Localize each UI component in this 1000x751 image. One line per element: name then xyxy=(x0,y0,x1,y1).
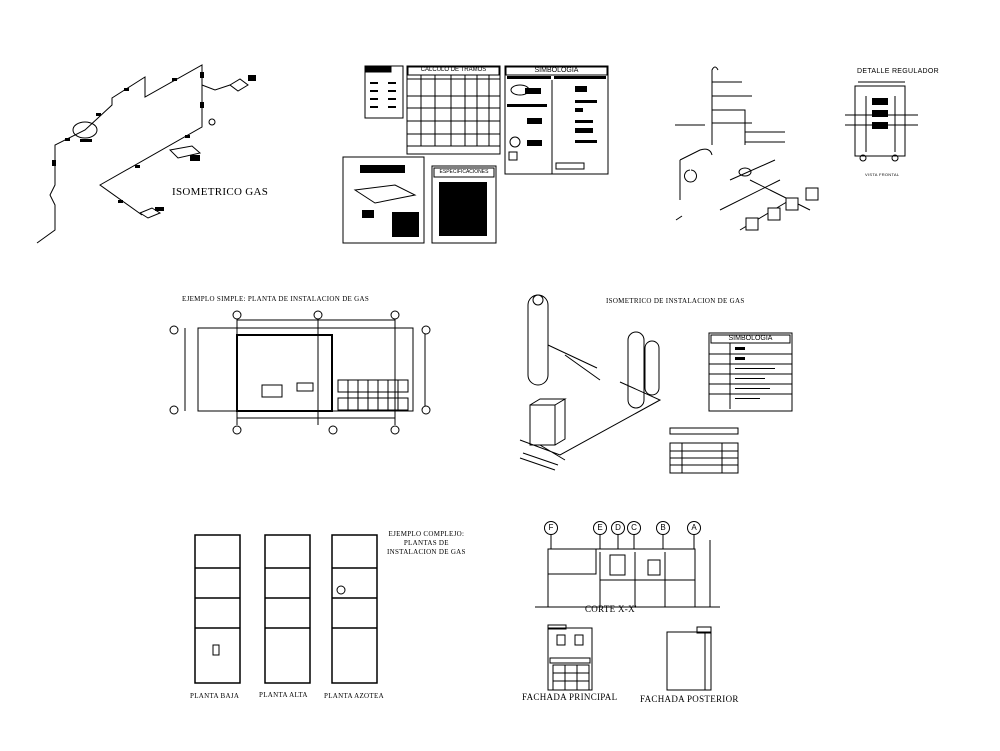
grid-axis-bubble: F xyxy=(544,521,558,535)
isometric-installation-drawing xyxy=(519,294,662,471)
symbology-table-top xyxy=(504,65,609,175)
front-view-label: VISTA FRONTAL xyxy=(865,172,900,177)
simple-example-title: EJEMPLO SIMPLE: PLANTA DE INSTALACION DE… xyxy=(182,295,370,303)
grid-axis-bubble: B xyxy=(656,521,670,535)
rear-facade-label: FACHADA POSTERIOR xyxy=(640,694,739,704)
rear-facade xyxy=(666,626,712,691)
section-drawing xyxy=(535,535,720,608)
riser-detail-drawing xyxy=(675,66,819,231)
plan-label-ground: PLANTA BAJA xyxy=(190,692,240,700)
calculation-table xyxy=(406,65,501,155)
complex-floor-plans xyxy=(194,534,378,684)
symbology-table-iso xyxy=(708,332,793,412)
isometric-gas-drawing xyxy=(36,64,256,244)
regulator-detail-title: DETALLE REGULADOR xyxy=(857,68,939,75)
complex-example-title: EJEMPLO COMPLEJO: PLANTAS DE INSTALACION… xyxy=(387,530,466,557)
specification-box-left xyxy=(342,156,425,244)
symbology-top-title: SIMBOLOGIA xyxy=(534,67,579,74)
symbology-iso-title: SIMBOLOGIA xyxy=(728,335,773,342)
isometric-gas-title: ISOMETRICO GAS xyxy=(172,186,269,198)
complex-title-line: PLANTAS DE xyxy=(403,539,449,547)
specifications-box xyxy=(431,165,497,244)
regulator-detail-drawing xyxy=(845,81,918,162)
complex-title-line: EJEMPLO COMPLEJO: xyxy=(388,530,465,538)
plan-label-upper: PLANTA ALTA xyxy=(259,691,308,699)
front-facade xyxy=(547,624,593,691)
section-title: CORTE X-X' xyxy=(585,604,637,614)
grid-axis-bubble: A xyxy=(687,521,701,535)
simple-floor-plan xyxy=(169,310,431,435)
isometric-installation-title: ISOMETRICO DE INSTALACION DE GAS xyxy=(606,297,745,305)
complex-title-line: INSTALACION DE GAS xyxy=(387,548,466,556)
plan-label-roof: PLANTA AZOTEA xyxy=(324,692,384,700)
specifications-title: ESPECIFICACIONES xyxy=(439,169,489,175)
grid-axis-bubble: E xyxy=(593,521,607,535)
small-table xyxy=(364,65,404,119)
calculation-table-title: CALCULO DE TRAMOS xyxy=(420,67,487,73)
small-calc-table-iso xyxy=(669,427,739,474)
grid-axis-bubble: C xyxy=(627,521,641,535)
parking-spaces xyxy=(337,379,409,411)
front-facade-label: FACHADA PRINCIPAL xyxy=(522,692,618,702)
grid-axis-bubble: D xyxy=(611,521,625,535)
